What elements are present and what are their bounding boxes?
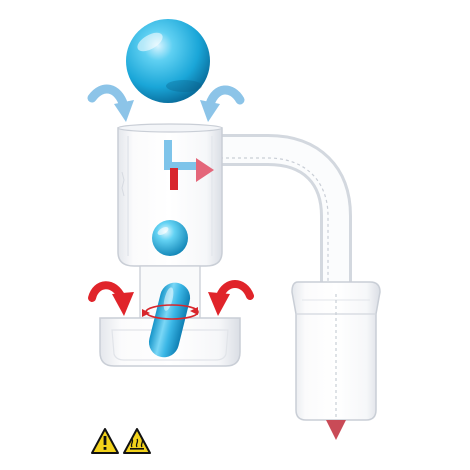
- general-warning-icon: [91, 428, 119, 454]
- spin-airflow-indicator: [142, 304, 199, 320]
- internal-airflow: [164, 140, 214, 190]
- exit-airflow-arrow: [326, 420, 346, 440]
- inner-marble: [152, 220, 188, 256]
- hot-surface-warning-icon: [123, 428, 151, 454]
- cool-airflow-arrow-right: [200, 85, 245, 122]
- hot-airflow-arrow-right: [208, 280, 254, 316]
- cool-airflow-arrow-left: [87, 84, 134, 122]
- hot-airflow-arrow-left: [88, 281, 134, 316]
- top-marble: [126, 19, 210, 103]
- male-joint: [291, 281, 381, 421]
- banger-arm: [214, 134, 352, 294]
